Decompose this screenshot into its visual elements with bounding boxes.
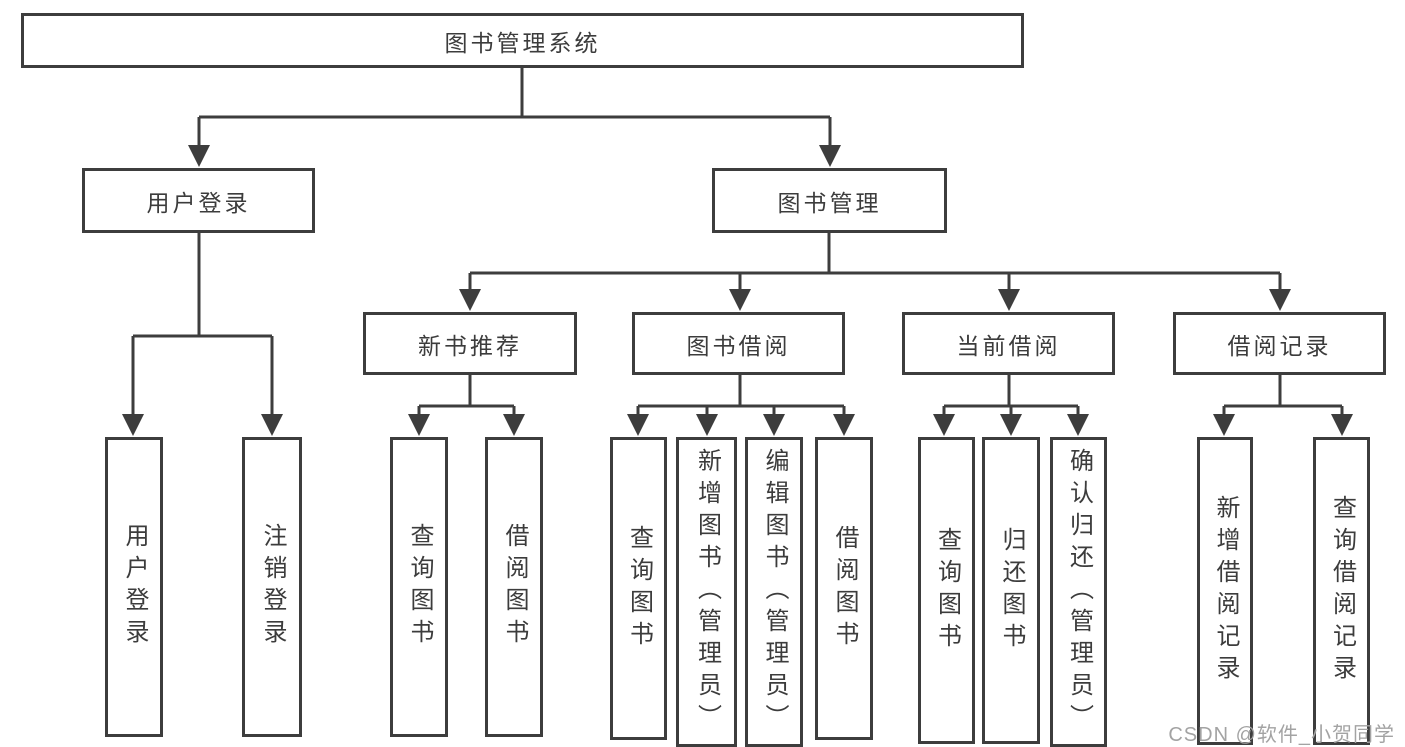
- arrowhead: [998, 289, 1020, 311]
- arrowhead: [408, 414, 430, 436]
- arrowhead: [459, 289, 481, 311]
- arrowhead: [833, 414, 855, 436]
- leaf-borrow-books-label: 借阅图书: [831, 524, 858, 653]
- node-borrowing-records: 借阅记录: [1173, 312, 1386, 375]
- arrowhead: [763, 414, 785, 436]
- arrowhead: [729, 289, 751, 311]
- node-borrowing-records-label: 借阅记录: [1227, 332, 1332, 359]
- leaf-query-books-current: 查询图书: [918, 437, 975, 744]
- node-user-login: 用户登录: [82, 168, 315, 233]
- leaf-logout: 注销登录: [242, 437, 302, 737]
- node-new-book-recommendation-label: 新书推荐: [418, 332, 522, 359]
- arrowhead: [819, 145, 841, 167]
- leaf-edit-book-admin: 编辑图书（管理员）: [745, 437, 803, 747]
- node-current-borrowing: 当前借阅: [902, 312, 1115, 375]
- arrowhead: [1213, 414, 1235, 436]
- node-book-management-label: 图书管理: [777, 189, 882, 216]
- leaf-query-borrow-record-label: 查询借阅记录: [1328, 495, 1356, 687]
- leaf-query-books-borrow-label: 查询图书: [625, 524, 653, 653]
- arrowhead: [627, 414, 649, 436]
- arrowhead: [188, 145, 210, 167]
- leaf-query-books-recommend-label: 查询图书: [406, 523, 433, 651]
- leaf-add-book-admin-label: 新增图书（管理员）: [693, 448, 721, 736]
- arrowhead: [696, 414, 718, 436]
- leaf-logout-label: 注销登录: [259, 523, 286, 651]
- node-book-borrowing-label: 图书借阅: [686, 332, 791, 359]
- node-book-borrowing: 图书借阅: [632, 312, 845, 375]
- leaf-add-borrow-record: 新增借阅记录: [1197, 437, 1253, 745]
- arrowhead: [261, 414, 283, 436]
- leaf-borrow-books-recommend: 借阅图书: [485, 437, 543, 737]
- arrowhead: [1269, 289, 1291, 311]
- leaf-add-borrow-record-label: 新增借阅记录: [1212, 495, 1239, 687]
- node-book-management: 图书管理: [712, 168, 947, 233]
- leaf-borrow-books-recommend-label: 借阅图书: [501, 523, 528, 651]
- leaf-return-book-label: 归还图书: [998, 526, 1025, 655]
- arrowhead: [122, 414, 144, 436]
- arrowhead: [503, 414, 525, 436]
- node-current-borrowing-label: 当前借阅: [956, 332, 1061, 359]
- arrowhead: [1000, 414, 1022, 436]
- leaf-query-books-recommend: 查询图书: [390, 437, 448, 737]
- node-new-book-recommendation: 新书推荐: [363, 312, 577, 375]
- leaf-add-book-admin: 新增图书（管理员）: [676, 437, 737, 747]
- node-library-management-system-label: 图书管理系统: [444, 29, 601, 56]
- node-library-management-system: 图书管理系统: [21, 13, 1024, 68]
- leaf-query-borrow-record: 查询借阅记录: [1313, 437, 1370, 745]
- leaf-confirm-return-admin: 确认归还（管理员）: [1050, 437, 1107, 747]
- arrowhead: [933, 414, 955, 436]
- leaf-edit-book-admin-label: 编辑图书（管理员）: [761, 448, 788, 736]
- leaf-user-login: 用户登录: [105, 437, 163, 737]
- node-user-login-label: 用户登录: [146, 189, 251, 216]
- leaf-user-login-label: 用户登录: [121, 523, 148, 651]
- leaf-return-book: 归还图书: [982, 437, 1040, 744]
- leaf-query-books-current-label: 查询图书: [933, 526, 961, 655]
- leaf-query-books-borrow: 查询图书: [610, 437, 667, 740]
- arrowhead: [1331, 414, 1353, 436]
- leaf-borrow-books: 借阅图书: [815, 437, 873, 740]
- arrowhead: [1067, 414, 1089, 436]
- csdn-watermark: CSDN @软件_小贺同学: [1168, 724, 1395, 746]
- leaf-confirm-return-admin-label: 确认归还（管理员）: [1065, 448, 1093, 736]
